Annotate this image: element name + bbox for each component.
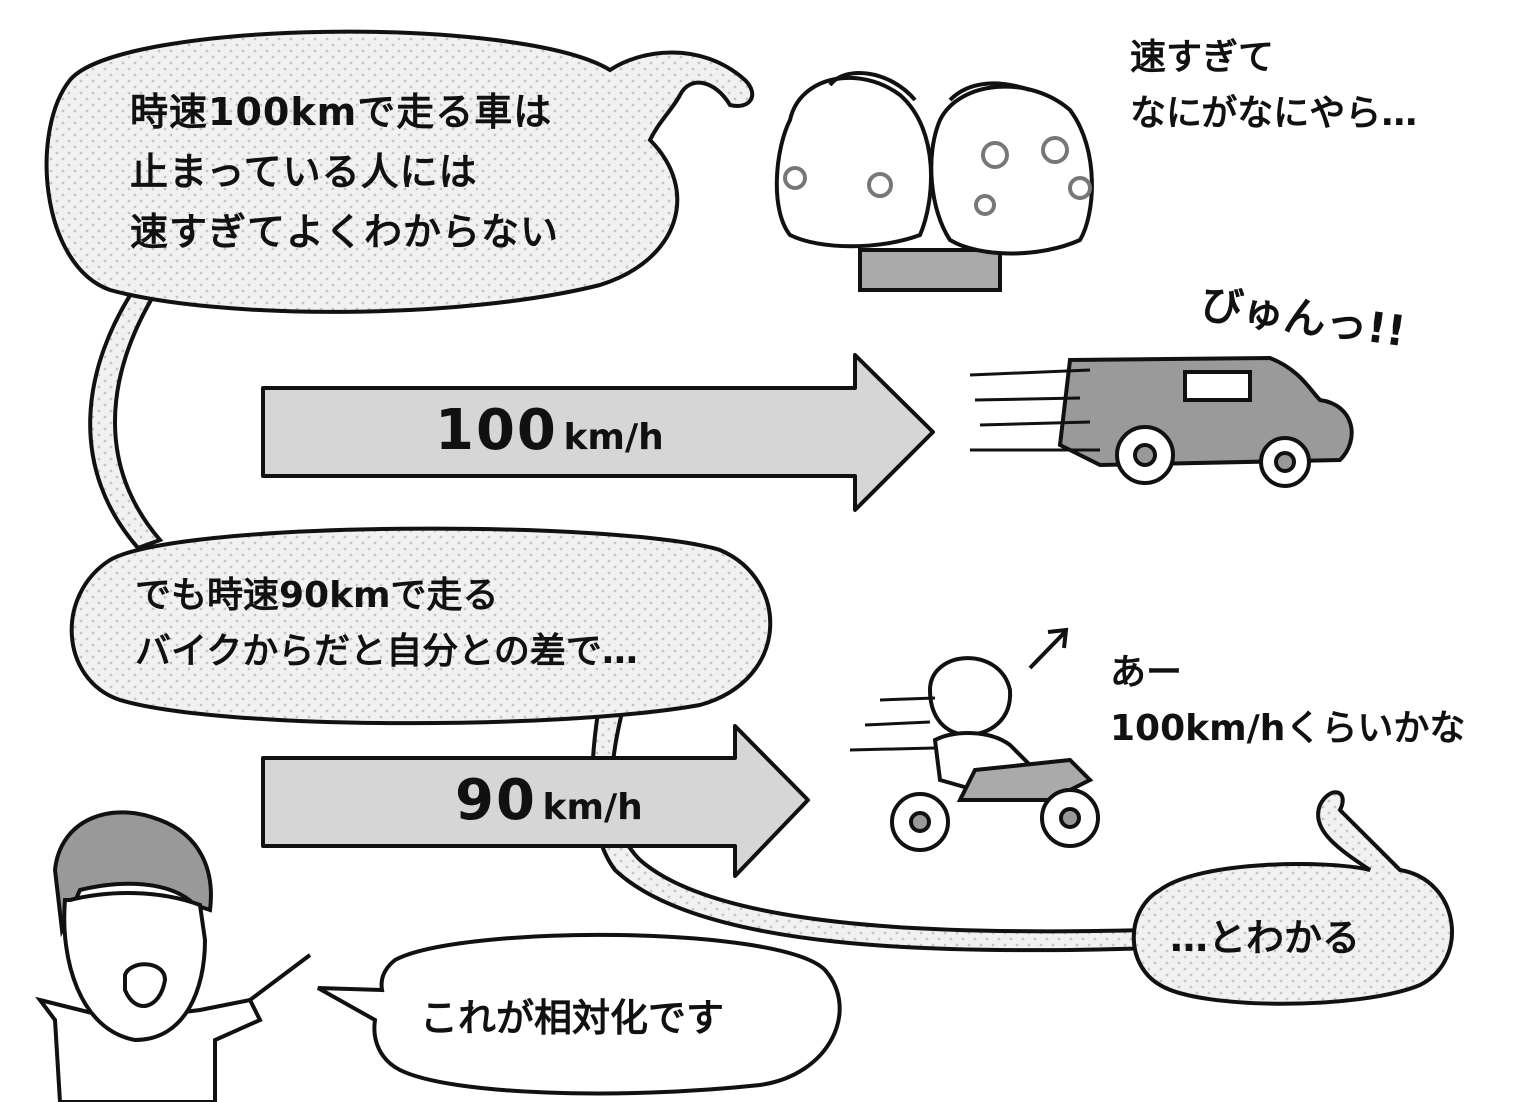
motorbike-illustration [890,627,1100,852]
teacher-illustration [35,810,312,1102]
bike-speed-lines [849,696,936,752]
car-bubble-text: 時速100kmで走る車は 止まっている人には 速すぎてよくわからない [130,82,559,262]
arrow-100-value: 100 [435,398,558,463]
rider-caption: あー 100km/hくらいかな [1110,645,1465,757]
arrow-100-unit: km/h [563,417,664,458]
dizzy-swirl-icons [783,136,1092,216]
face-right [929,84,1094,256]
car-window [1183,370,1252,402]
arrow-100-label: 100 km/h [435,398,664,463]
realize-bubble-text: …とわかる [1170,916,1361,960]
rider-caption-line-2: 100km/hくらいかな [1110,708,1466,749]
bike-bubble-line-1: でも時速90kmで走る [135,575,499,616]
confused-caption-line-2: なにがなにやら… [1130,93,1418,134]
arrow-100 [261,353,935,512]
speech-bubble-teacher [317,932,842,1096]
hair-left [828,71,917,102]
arrow-90-value: 90 [455,768,537,833]
direction-arrow-icon [1028,630,1067,670]
car-illustration [1057,355,1354,488]
speech-bubble-bike [69,526,773,726]
rider-caption-line-1: あー [1110,652,1183,693]
pointer-stick-icon [248,953,312,1002]
teacher-bubble-text: これが相対化です [420,996,725,1040]
car-bubble-line-1: 時速100kmで走る車は [130,90,553,134]
hair-right [948,81,1031,102]
car-speed-lines [969,368,1100,452]
body-shape [858,248,1002,292]
confused-caption: 速すぎて なにがなにやら… [1130,30,1417,142]
bike-bubble-text: でも時速90kmで走る バイクからだと自分との差で… [135,568,638,680]
confused-people-illustration [774,71,1094,292]
teacher-hair [52,810,213,938]
arrow-90-unit: km/h [542,787,643,828]
arrow-90-label: 90 km/h [455,768,643,833]
car-bubble-line-2: 止まっている人には [130,150,478,194]
speech-bubble-realize [1131,790,1454,1006]
helmet [927,656,1013,738]
teacher-mouth [123,962,168,1008]
face-left [774,75,933,249]
confused-caption-line-1: 速すぎて [1130,37,1275,78]
bubble-connector-top [88,277,164,551]
arrow-90 [261,724,810,878]
car-bubble-line-3: 速すぎてよくわからない [130,210,560,254]
speech-bubble-car [44,29,755,314]
bike-bubble-line-2: バイクからだと自分との差で… [135,631,638,672]
